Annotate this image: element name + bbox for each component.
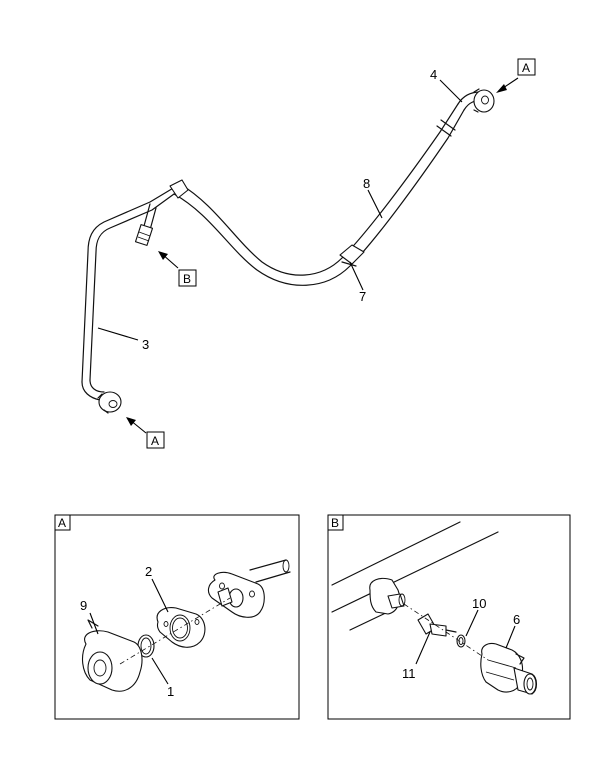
view-arrow-a-bottom: A	[126, 417, 165, 449]
callout-10: 10	[472, 596, 486, 611]
callout-1: 1	[167, 684, 174, 699]
view-label-b: B	[183, 272, 191, 286]
panel-a-label: A	[58, 516, 66, 530]
callout-4: 4	[430, 67, 437, 82]
callout-3: 3	[142, 337, 149, 352]
view-arrow-a-top: A	[496, 58, 536, 93]
callout-8: 8	[363, 176, 370, 191]
callout-2: 2	[145, 564, 152, 579]
panel-b-label: B	[331, 516, 339, 530]
callout-7: 7	[359, 289, 366, 304]
detail-panel-a: A 2 9 1	[54, 514, 300, 720]
callout-9: 9	[80, 598, 87, 613]
callout-11: 11	[402, 666, 416, 681]
callout-6: 6	[513, 612, 520, 627]
tube-assembly	[81, 88, 495, 414]
view-label-a-bottom: A	[151, 434, 159, 448]
view-label-a-top: A	[522, 61, 530, 75]
view-arrow-b: B	[158, 251, 197, 287]
detail-panel-b: B 10 6 11	[327, 514, 571, 720]
